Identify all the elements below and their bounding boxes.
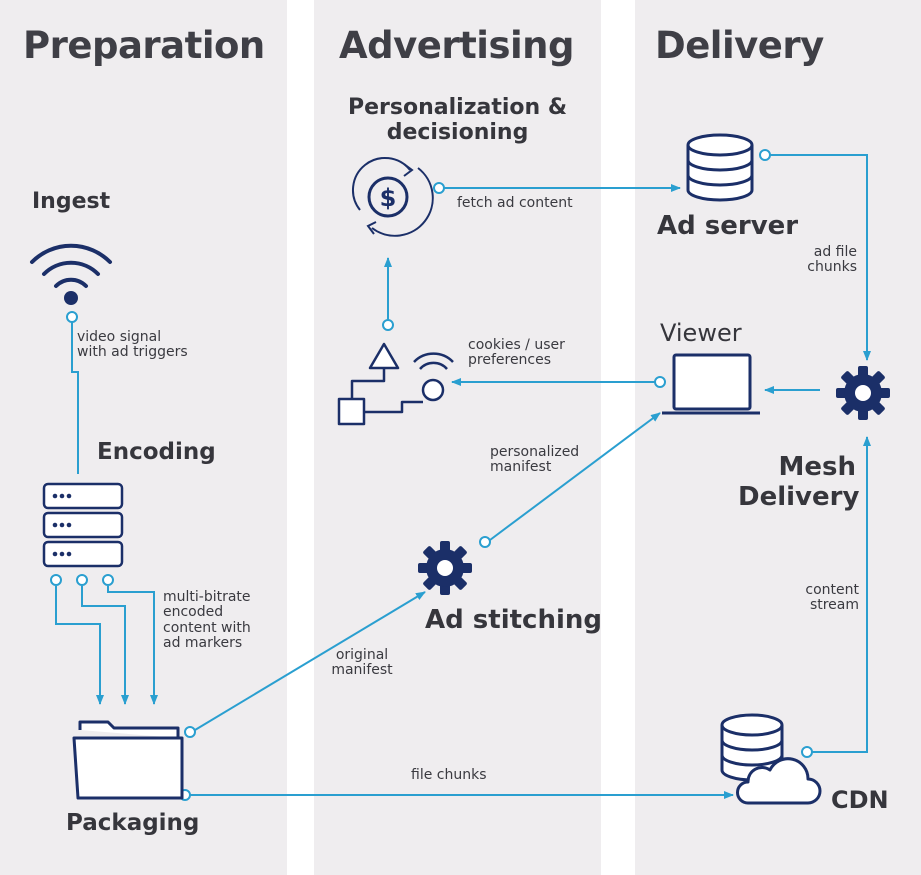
edge-label-cookies: cookies / user preferences [468, 337, 565, 369]
node-title-cdn: CDN [831, 786, 889, 814]
database-icon [686, 133, 754, 202]
node-title-encoding: Encoding [97, 439, 216, 465]
node-title-personalization: Personalization & decisioning [348, 95, 568, 146]
cloud-database-icon [720, 713, 822, 805]
lane-title-advertising: Advertising [339, 24, 574, 67]
edge-encoding-port2 [81, 586, 129, 705]
node-title-mesh-delivery: Mesh Delivery [738, 452, 860, 512]
edge-label-fetch-ad-content: fetch ad content [457, 195, 573, 211]
server-rack-icon [42, 482, 124, 568]
svg-text:$: $ [380, 184, 397, 212]
edge-video-signal [71, 320, 79, 474]
edge-label-ad-file-chunks: ad file chunks [807, 244, 857, 276]
edge-original-manifest [194, 591, 426, 731]
gear-icon [418, 541, 472, 595]
wifi-icon [30, 243, 112, 305]
folder-icon [72, 720, 184, 800]
node-title-packaging: Packaging [66, 810, 200, 836]
node-title-ad-server: Ad server [657, 211, 799, 241]
mesh-gear-icon [836, 366, 890, 420]
node-title-ad-stitching: Ad stitching [425, 605, 602, 635]
edge-label-video-signal: video signal with ad triggers [77, 329, 188, 361]
edge-label-content-stream: content stream [805, 582, 859, 614]
laptop-icon [662, 353, 760, 415]
edge-encoding-port3 [107, 586, 158, 705]
edge-label-original-manifest: original manifest [331, 647, 393, 679]
edge-personalized-manifest [489, 412, 661, 541]
node-title-ingest: Ingest [32, 189, 111, 214]
edge-label-file-chunks: file chunks [411, 767, 487, 783]
node-title-viewer: Viewer [660, 319, 742, 347]
edge-label-multi-bitrate: multi-bitrate encoded content with ad ma… [163, 589, 251, 652]
edge-label-personalized-manifest: personalized manifest [490, 444, 580, 476]
decision-flow-icon [337, 342, 454, 426]
lane-title-delivery: Delivery [655, 24, 824, 67]
lane-title-preparation: Preparation [23, 24, 265, 67]
edge-content-stream [812, 436, 871, 753]
lane-advertising [314, 0, 601, 875]
edge-encoding-port1 [55, 586, 104, 705]
dollar-cycle-icon [352, 157, 434, 237]
edge-ad-file-chunks [770, 154, 871, 361]
